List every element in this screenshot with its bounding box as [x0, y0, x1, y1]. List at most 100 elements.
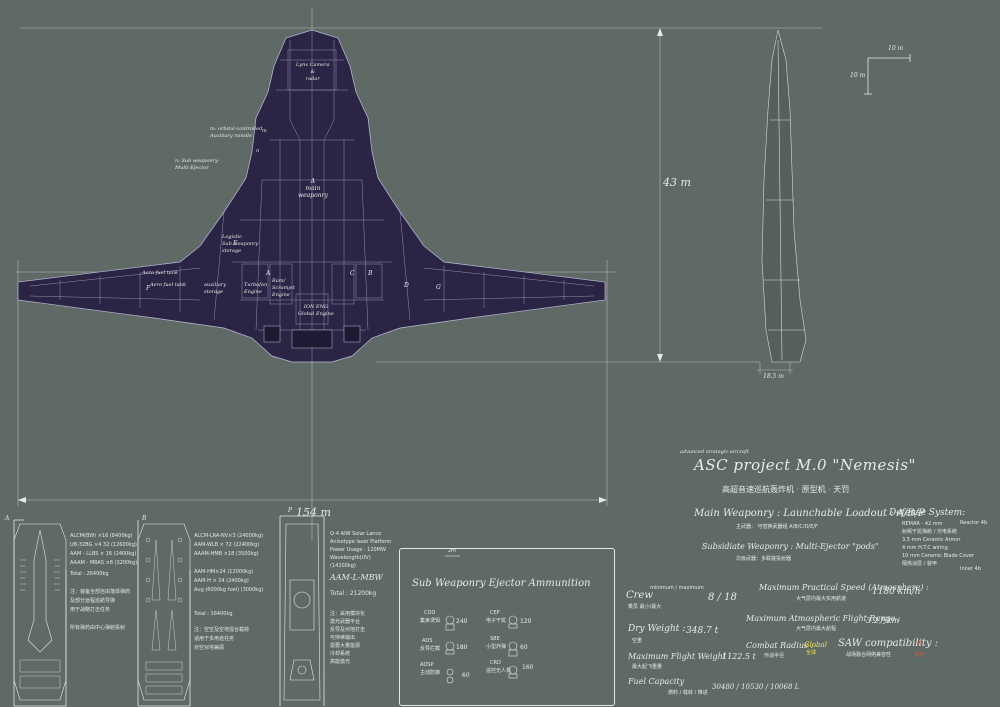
panel-b-drawing: [137, 523, 191, 701]
fuel-cn: 燃料 / 载荷 / 推进: [668, 690, 708, 696]
panel-b-line: 适用于多用途任务: [194, 636, 235, 642]
ammo-code: ADSP: [420, 662, 434, 668]
side-width-dimension: 18.5 m: [763, 373, 784, 380]
project-subtitle: 高超音速巡航轰炸机 · 原型机 · 天罚: [722, 485, 850, 494]
panel-b-line: Total : 18400kg: [194, 611, 233, 617]
panel-p-line: (14200kg): [330, 563, 356, 569]
defense-line-2: 射频干扰弹舱 / 光电系统: [902, 529, 957, 535]
ammo-code: CRD: [490, 660, 501, 666]
section-a: A: [266, 270, 271, 277]
panel-b-tag: B: [142, 515, 147, 522]
scale-h-label: 10 m: [888, 45, 904, 52]
sub-ammo-title: Sub Weaponry Ejector Ammunition: [412, 578, 591, 589]
ammo-cn: 遥控无人机: [486, 668, 512, 674]
ammo-code: CDD: [424, 610, 436, 616]
ammo-code: SBE: [490, 636, 500, 642]
sub-weaponry-spec: Subsidiate Weaponry : Multi-Ejector "pod…: [702, 542, 879, 551]
section-c: C: [350, 270, 355, 277]
flight-range-value: 3.2万km: [866, 616, 900, 625]
defense-side-2: Inner 4b: [960, 566, 981, 572]
span-dimension: 154 m: [296, 506, 331, 519]
ammo-cn: 电子干扰: [486, 618, 507, 624]
defense-line-5: 10 mm Ceramic Blade Cover: [902, 553, 974, 559]
speed-value: 1180 km/h: [872, 587, 921, 597]
aero-fuel-label-2: Aero fuel tank: [150, 282, 187, 288]
defense-line-6: 隔热涂层 / 装甲: [902, 561, 937, 567]
ammo-qty: 120: [520, 618, 532, 625]
main-weaponry-spec: Main Weaponry : Launchable Loadout : A/B…: [694, 508, 925, 519]
panel-p-line: 需要大量能源: [330, 643, 361, 649]
section-d: D: [404, 282, 409, 289]
saw-value: ✓: [916, 638, 924, 648]
sub-weaponry-cn: 次级武器：多联装投射器: [736, 556, 792, 562]
main-weaponry-label: A main weaponry: [298, 178, 328, 199]
saw-value-cn: 支持: [914, 652, 925, 658]
combat-radius-value-cn: 全球: [806, 650, 817, 656]
panel-p-line: Power Usage : 120MW: [330, 547, 386, 553]
panel-p-line: 激光武器平台: [330, 619, 361, 625]
panel-p-line: Wavelength(UV): [330, 555, 371, 561]
defense-line-1: REMAR - 42 mm: [902, 521, 943, 527]
combat-radius-cn: 作战半径: [764, 653, 785, 659]
panel-p-line: Q-4 AIW Solar Lance: [330, 531, 382, 537]
panel-p-tag: P: [288, 507, 293, 514]
crew-sub: minimum / maximum: [650, 585, 704, 591]
panel-p-line: 高能激光: [330, 659, 351, 665]
ammo-qty: 240: [456, 618, 468, 625]
panel-p-line: Anisotype laser Platform: [330, 539, 392, 545]
panel-p-line: 可持续输出: [330, 635, 356, 641]
panel-a-line: 注：装备全部自由落体弹药: [70, 589, 131, 595]
ammo-qty: 180: [456, 644, 468, 651]
defense-system-title: Defense System:: [889, 508, 966, 518]
panel-b-line: AAM-HM×24 (12000kg): [194, 569, 254, 575]
combat-radius-value: Global: [804, 641, 827, 649]
auxiliary-storage-label: auxiliary storage: [204, 282, 227, 295]
section-g: G: [436, 284, 441, 291]
panel-a-line: UB-32BG ×4 32 (12600kg): [70, 542, 137, 548]
mtow-cn: 最大起飞重量: [632, 664, 663, 670]
ammo-code: ADS: [422, 638, 433, 644]
saw-cn: 战场融合网络兼容性: [846, 652, 892, 658]
panel-b-line: 注：空空及空地混合载荷: [194, 627, 250, 633]
defense-line-3: 3.5 mm Ceramic Armor: [902, 537, 961, 543]
ammo-qty: 160: [522, 664, 534, 671]
ammo-cn: 主动防御: [420, 670, 441, 676]
ammo-qty: 60: [520, 644, 528, 651]
ramjet-label: Ram/ Scramjet Engine: [272, 278, 295, 298]
panel-b-line: Aug (6000kg fuel) (3000kg): [194, 587, 264, 593]
panel-a-line: Total : 26400kg: [70, 571, 109, 577]
project-title: ASC project M.0 "Nemesis": [694, 456, 916, 474]
panel-b-line: 对空对地兼顾: [194, 645, 225, 651]
panel-a-line: ALCM(BW) ×16 (8400kg): [70, 533, 133, 539]
saw-label: SAW compatibility :: [838, 638, 939, 649]
mtow-label: Maximum Flight Weight :: [628, 652, 732, 661]
dimension-arrows: [18, 28, 663, 503]
crew-cn: 乘员 最小/最大: [628, 604, 662, 610]
sub-ammo-scale: 2m: [448, 548, 457, 554]
panel-p-line: Total : 21200kg: [330, 590, 377, 597]
panel-p-line: 注：采用模块化: [330, 611, 366, 617]
flight-range-label: Maximum Atmospheric Flight Range :: [746, 614, 901, 623]
panel-p-line: 冷却系统: [330, 651, 351, 657]
scale-v-label: 10 m: [850, 72, 866, 79]
ammo-qty: 60: [462, 672, 470, 679]
crew-value: 8 / 18: [708, 592, 737, 603]
speed-cn: 大气层内最大实用航速: [796, 596, 847, 602]
loadout-panel-outlines: [13, 515, 325, 707]
panel-p-line: 反导及对地打击: [330, 627, 366, 633]
aircraft-side-view: [761, 29, 807, 363]
length-dimension: 43 m: [663, 176, 691, 189]
sub-ammo-icons: [445, 555, 518, 684]
panel-a-drawing: [13, 523, 67, 701]
sensor-label: Lynx Camera & radar: [296, 62, 330, 82]
turbofan-label: Turbofan Engine: [244, 282, 268, 295]
scale-bar: [864, 54, 911, 95]
aero-fuel-label: Aero fuel tank: [142, 270, 179, 276]
dry-weight-cn: 空重: [632, 638, 643, 644]
panel-b-line: AAM-H × 24 (2400kg): [194, 578, 249, 584]
panel-a-line: AAM - LLBS × 16 (2400kg): [70, 551, 137, 557]
orbital-missile-label: m: orbital-controlled Auxiliary missile: [210, 126, 263, 139]
section-b: B: [368, 270, 373, 277]
logistic-storage-label: Logistic Sub weaponry storage: [222, 234, 259, 254]
